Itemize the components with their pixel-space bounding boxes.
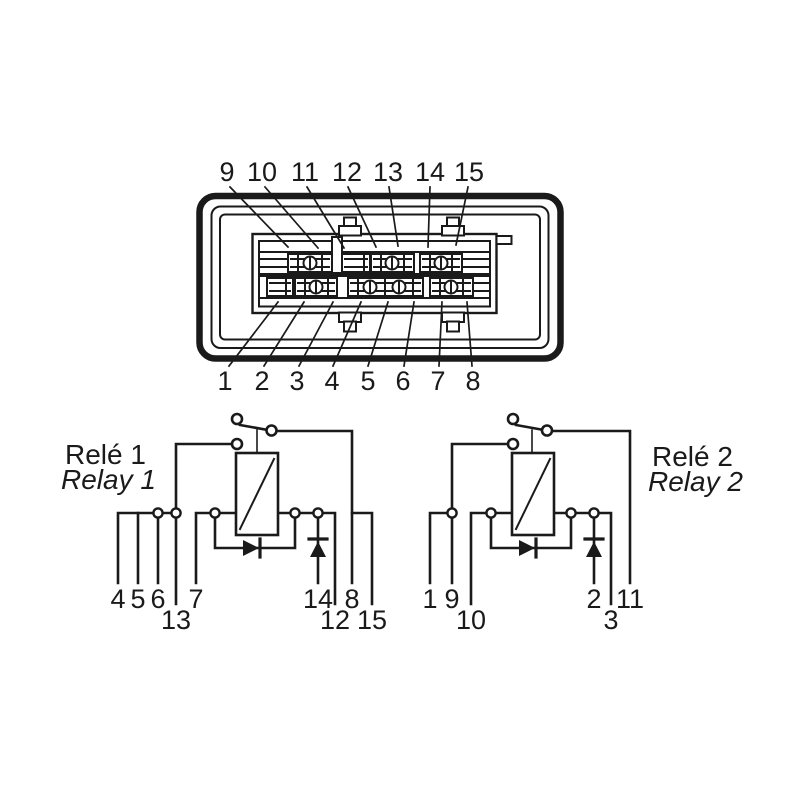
pin-label-top-11: 11: [290, 157, 320, 187]
terminal-blank: [266, 277, 294, 297]
relay1-switch-contact-c: [230, 437, 244, 451]
relay1-pin-6: 6: [150, 584, 166, 614]
relay2-pin-1: 1: [422, 584, 438, 614]
relay1-pin-7: 7: [188, 584, 204, 614]
relay1-pin-12: 12: [319, 605, 351, 635]
pin-label-bottom-5: 5: [360, 366, 376, 396]
terminal-contact: [370, 253, 415, 273]
pin-label-bottom-2: 2: [254, 366, 270, 396]
relay2-switch-contact-c: [506, 437, 520, 451]
pin-label-bottom-3: 3: [289, 366, 305, 396]
relay2-pin-3: 3: [603, 605, 619, 635]
relay2-pin-10: 10: [455, 605, 487, 635]
relay1-title: Relé 1: [65, 439, 146, 470]
relay2-pin-2: 2: [586, 584, 602, 614]
relay1-junctions: [152, 507, 324, 519]
relay1-coil: [234, 451, 280, 537]
connector-tab-top-left: [338, 216, 362, 237]
relay2-coil: [510, 451, 556, 537]
pin-label-bottom-7: 7: [430, 366, 446, 396]
relay1-diode-horizontal: [243, 537, 262, 559]
relay1-pin-13: 13: [160, 605, 192, 635]
connector-pinout-drawing: [196, 185, 564, 368]
relay1-pin-4: 4: [110, 584, 126, 614]
connector-tab-top-right: [441, 216, 465, 237]
relay1-subtitle: Relay 1: [61, 464, 156, 495]
relay2-diode-horizontal: [519, 537, 538, 559]
pin-label-top-12: 12: [331, 157, 363, 187]
relay2-diode-vertical: [583, 537, 605, 557]
relay2-switch: [506, 412, 554, 451]
terminal-contact-double: [347, 277, 424, 297]
relay1-pin-5: 5: [130, 584, 146, 614]
terminal-blank: [341, 253, 371, 273]
relay2-title: Relé 2: [652, 441, 733, 472]
relay1-schematic: [116, 412, 374, 606]
terminal-contact: [419, 253, 463, 273]
pin-label-bottom-6: 6: [395, 366, 411, 396]
relay2-schematic: [428, 412, 632, 606]
relay1-diode-vertical: [307, 537, 329, 557]
relay1-pin-8: 8: [344, 584, 360, 614]
relay1-switch-contact-a: [230, 412, 244, 426]
pin-label-top-9: 9: [219, 157, 235, 187]
connector-leader-lines: [227, 185, 473, 368]
pin-label-top-10: 10: [246, 157, 278, 187]
pin-label-bottom-1: 1: [217, 366, 233, 396]
terminal-contact: [429, 277, 474, 297]
pin-label-top-13: 13: [372, 157, 404, 187]
pin-label-top-15: 15: [453, 157, 485, 187]
connector-terminals-top-row: [260, 253, 489, 273]
relay1-pin-15: 15: [356, 605, 388, 635]
relay2-switch-contact-a: [506, 412, 520, 426]
pin-label-bottom-4: 4: [324, 366, 340, 396]
relay1-switch: [230, 412, 278, 451]
relay1-switch-contact-b: [265, 424, 278, 437]
terminal-contact: [287, 253, 333, 273]
relay2-pin-9: 9: [444, 584, 460, 614]
connector-body: [251, 216, 513, 333]
relay2-wires: [428, 429, 632, 606]
relay2-junctions: [446, 507, 600, 519]
terminal-contact: [294, 277, 338, 297]
connector-terminals-bottom-row: [266, 277, 489, 297]
relay1-pin-14: 14: [302, 584, 334, 614]
pin-label-bottom-8: 8: [465, 366, 481, 396]
pin-label-top-14: 14: [414, 157, 446, 187]
relay2-switch-contact-b: [540, 424, 554, 437]
relay2-pin-11: 11: [615, 584, 645, 614]
relay2-subtitle: Relay 2: [648, 466, 743, 497]
connector-side-tab: [495, 235, 513, 245]
